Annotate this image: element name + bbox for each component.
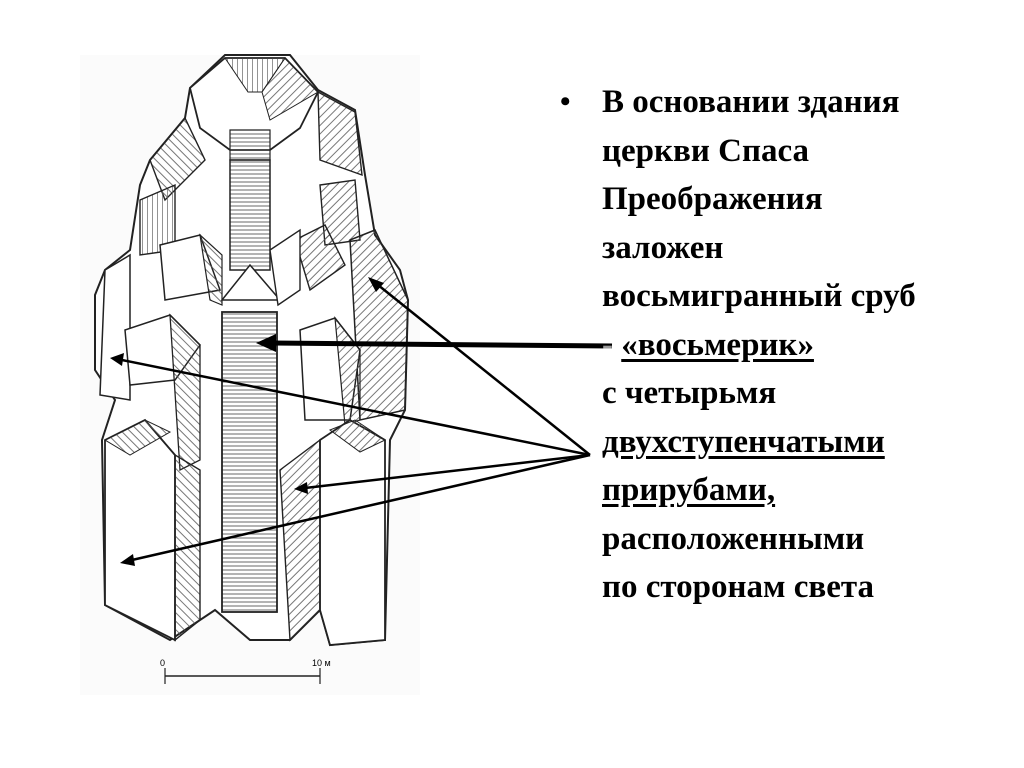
text-line-3: Преображения [602, 181, 823, 217]
bullet-marker: • [560, 85, 571, 118]
text-underlined-2: прирубами, [602, 472, 776, 508]
lower-right-annex [319, 418, 386, 646]
arrow-to-left-annex [121, 358, 591, 457]
scale-bar: 0 10 м [160, 658, 331, 684]
text-underlined-1: двухступенчатыми [602, 423, 885, 460]
lower-left-annex [104, 418, 176, 642]
scale-zero-label: 0 [160, 658, 165, 668]
arrow-to-center-column [304, 453, 591, 490]
arrow-to-octagon [271, 340, 613, 349]
arrow-to-right-annex [377, 284, 591, 456]
text-line-2: церкви Спаса [602, 132, 810, 169]
arrow-to-lower-left-annex [131, 453, 591, 562]
text-line-term: - «восьмерик» [560, 321, 1000, 370]
central-column [221, 311, 278, 613]
text-line-sides: по сторонам света [602, 569, 875, 605]
annotation-arrows [110, 277, 613, 566]
term-vosmerik: «восьмерик» [621, 326, 814, 363]
scale-ten-label: 10 м [312, 658, 331, 668]
text-line-4: заложен [602, 229, 724, 266]
text-line-located: расположенными [602, 520, 865, 557]
text-line-with: с четырьмя [602, 375, 777, 411]
text-line-5: восьмигранный сруб [602, 278, 916, 314]
upper-column [229, 159, 271, 271]
text-line-1: В основании здания [602, 84, 900, 120]
bullet-text: • В основании здания церкви Спаса Преобр… [560, 78, 1000, 612]
term-dash: - [602, 326, 613, 363]
